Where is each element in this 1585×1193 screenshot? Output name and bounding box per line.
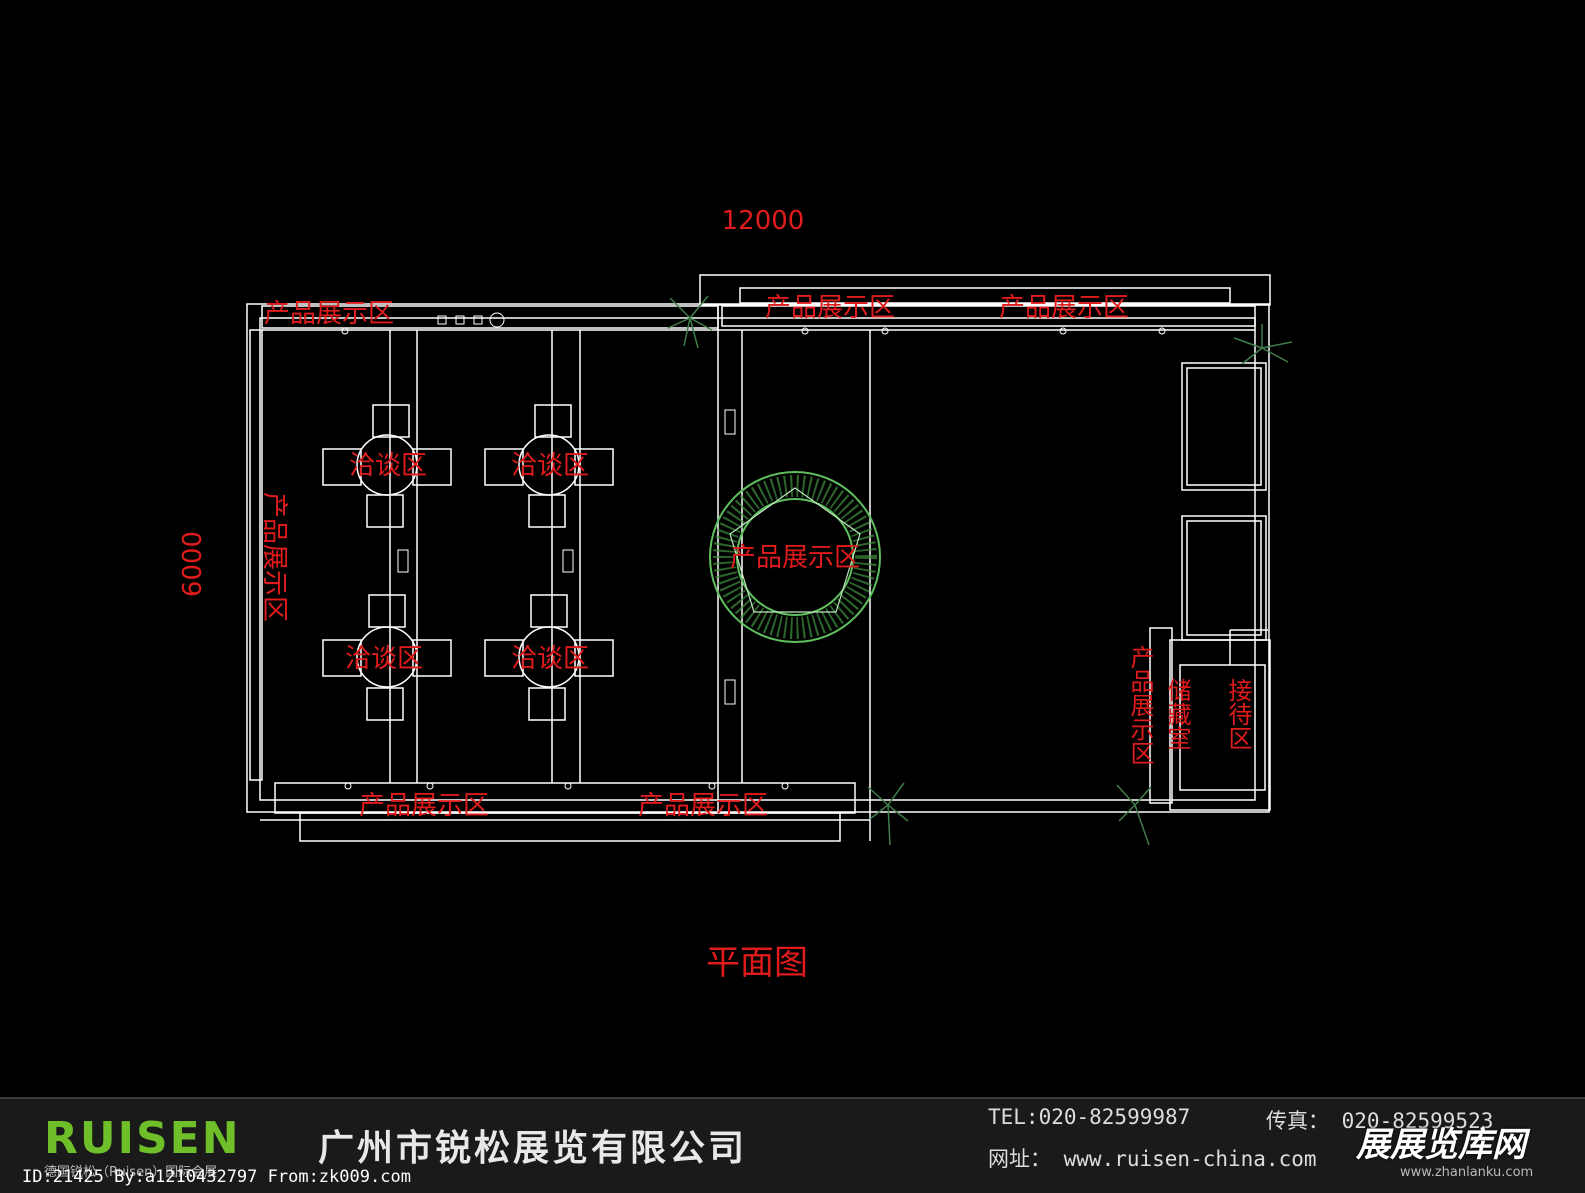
- watermark-url: www.zhanlanku.com: [1400, 1165, 1534, 1180]
- width-dimension: 12000: [722, 206, 805, 236]
- telephone: TEL:020-82599987: [988, 1105, 1191, 1129]
- zone-display-center: 产品展示区: [730, 543, 860, 573]
- zone-negotiation-2: 洽谈区: [511, 451, 589, 481]
- logo-subtitle: 德国锐松（Ruisen）国际会展: [44, 1165, 218, 1180]
- zone-display-bottom-right: 产品展示区: [638, 791, 768, 821]
- watermark: 展展览库网: [1356, 1125, 1526, 1165]
- negotiation-table-2: [484, 404, 614, 528]
- zone-reception: 接待区: [1224, 678, 1252, 750]
- zone-display-top-left: 产品展示区: [264, 299, 394, 329]
- website: 网址： www.ruisen-china.com: [988, 1147, 1317, 1171]
- company-logo: RUISEN: [44, 1113, 241, 1164]
- footer-bar: RUISEN 德国锐松（Ruisen）国际会展 广州市锐松展览有限公司 TEL:…: [0, 1097, 1585, 1193]
- decorative-plants: [667, 295, 1293, 846]
- zone-storage: 储藏室: [1163, 678, 1191, 750]
- negotiation-table-3: [322, 594, 452, 721]
- zone-negotiation-1: 洽谈区: [349, 451, 427, 481]
- negotiation-table-1: [322, 404, 452, 528]
- source-id-line: ID:21425 By:a1210432797 From:zk009.com: [22, 1167, 411, 1187]
- zone-negotiation-4: 洽谈区: [511, 644, 589, 674]
- height-dimension: 6000: [178, 531, 208, 597]
- zone-display-reception-side: 产品展示区: [1126, 645, 1154, 765]
- fax: 传真： 020-82599523: [1266, 1109, 1494, 1133]
- plan-caption: 平面图: [706, 943, 808, 983]
- company-name: 广州市锐松展览有限公司: [318, 1128, 748, 1169]
- booth-walls: [246, 274, 1271, 842]
- zone-negotiation-3: 洽谈区: [345, 644, 423, 674]
- zone-display-bottom-left: 产品展示区: [359, 791, 489, 821]
- zone-display-top-right: 产品展示区: [999, 293, 1129, 323]
- zone-display-left: 产品展示区: [259, 492, 289, 622]
- floor-plan-drawing: 12000 6000 产品展示区 产品展示区 产品展示区 产品展示区 产品展示区…: [178, 206, 1293, 983]
- zone-display-top-mid: 产品展示区: [765, 293, 895, 323]
- fixture-markers: [341, 312, 1166, 790]
- center-display-ring: [709, 471, 881, 643]
- negotiation-table-4: [484, 594, 614, 721]
